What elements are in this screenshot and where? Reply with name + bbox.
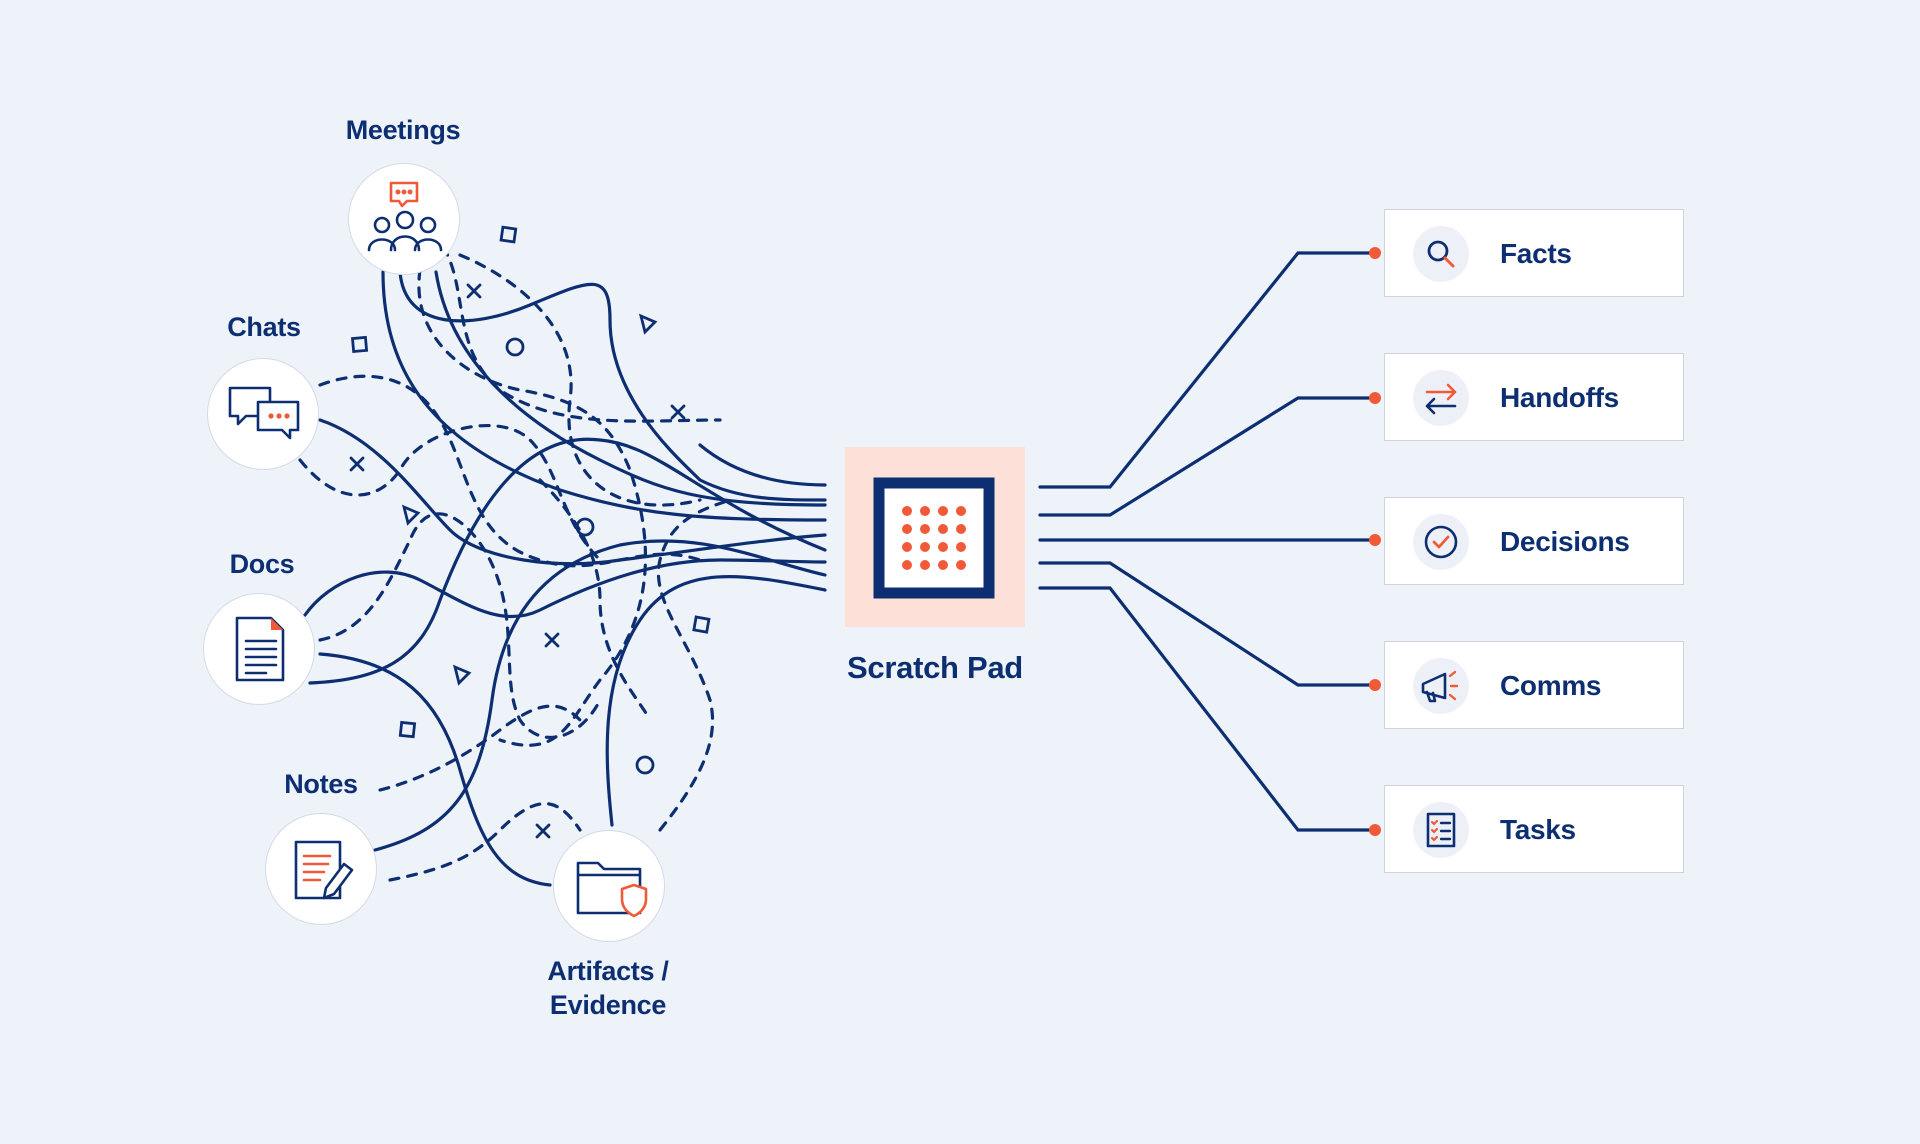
scratch-pad-dot (956, 524, 966, 534)
scratch-pad-dot (938, 524, 948, 534)
decisions-label: Decisions (1500, 526, 1630, 557)
scratch-pad-dot (938, 560, 948, 570)
scratch-pad-dot (956, 560, 966, 570)
decisions-icon-badge (1413, 514, 1469, 570)
notes-node (265, 813, 377, 925)
comms-label: Comms (1500, 670, 1602, 701)
scratch-pad-dot (920, 524, 930, 534)
facts-icon-badge (1413, 226, 1469, 282)
check-circle-icon (1424, 525, 1458, 559)
checklist-icon (1426, 812, 1456, 848)
scratch-pad-label: Scratch Pad (847, 650, 1023, 685)
facts-label: Facts (1500, 238, 1572, 269)
tasks-label: Tasks (1500, 814, 1576, 845)
meetings-node (348, 163, 460, 275)
output-card-facts: Facts (1384, 209, 1684, 297)
comms-icon-badge (1413, 658, 1469, 714)
output-card-handoffs: Handoffs (1384, 353, 1684, 441)
document-icon (235, 616, 285, 682)
scratch-pad-dot (902, 560, 912, 570)
chats-label: Chats (227, 312, 301, 342)
chats-node (207, 358, 319, 470)
docs-label: Docs (229, 549, 295, 579)
scratch-pad-dot (902, 524, 912, 534)
magnifier-icon (1427, 240, 1455, 268)
scratch-pad-dot (938, 542, 948, 552)
scratch-pad-grid-icon (873, 477, 995, 599)
scratch-pad-hub (845, 447, 1025, 627)
chat-bubbles-icon (228, 386, 300, 440)
scratch-pad-dot (920, 542, 930, 552)
tasks-icon-badge (1413, 802, 1469, 858)
handoffs-label: Handoffs (1500, 382, 1619, 413)
scratch-pad-dot (938, 506, 948, 516)
scratch-pad-dot (902, 542, 912, 552)
output-card-comms: Comms (1384, 641, 1684, 729)
artifacts-node (553, 830, 665, 942)
folder-shield-icon (576, 861, 648, 918)
output-card-tasks: Tasks (1384, 785, 1684, 873)
artifacts-label: Artifacts / Evidence (528, 954, 688, 1022)
swap-arrows-icon (1425, 383, 1457, 415)
handoffs-icon-badge (1413, 370, 1469, 426)
meetings-label: Meetings (345, 115, 461, 145)
output-card-decisions: Decisions (1384, 497, 1684, 585)
scratch-pad-dot (902, 506, 912, 516)
meetings-icon (367, 181, 443, 252)
artifacts-label-line1: Artifacts / (547, 956, 669, 986)
docs-node (203, 593, 315, 705)
scratch-pad-dot (956, 542, 966, 552)
megaphone-icon (1421, 670, 1459, 703)
scratch-pad-dot (956, 506, 966, 516)
notes-label: Notes (284, 769, 358, 799)
scratch-pad-dot (920, 560, 930, 570)
artifacts-label-line2: Evidence (549, 990, 667, 1020)
scratch-pad-dot (920, 506, 930, 516)
notes-pencil-icon (294, 840, 354, 900)
